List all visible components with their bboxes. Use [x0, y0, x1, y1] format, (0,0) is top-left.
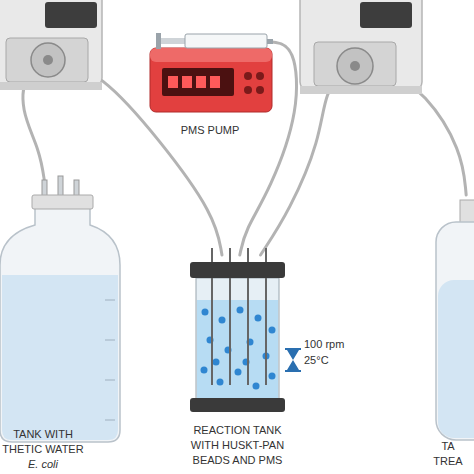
vessel-lid: [190, 262, 285, 278]
treated-bottle: [436, 200, 474, 440]
equipment-node: TA TREA: [428, 195, 474, 474]
pump-display: [162, 68, 234, 96]
text-block: TANK WITH THETIC WATERE. coli: [0, 427, 86, 472]
pump-panel: [6, 38, 88, 82]
pump-body: [0, 0, 102, 86]
text-block: REACTION TANK WITH HUSKT-PAN BEADS AND P…: [180, 423, 295, 468]
pump-body: [300, 0, 422, 90]
equipment-node: TANK WITH THETIC WATERE. coli: [0, 185, 125, 474]
display-segment: [168, 76, 178, 88]
graduation-mark: [105, 340, 115, 341]
bottle-glass: [436, 222, 474, 440]
pump-rotor: [43, 55, 53, 65]
syringe-plunger-head: [156, 33, 161, 49]
hourglass-body: [287, 350, 299, 370]
graduation-mark: [105, 380, 115, 381]
pump-head: [31, 43, 65, 77]
bead: [235, 369, 242, 376]
pump-base: [300, 86, 422, 94]
bead: [213, 359, 220, 366]
tubing: [261, 73, 467, 255]
bead: [255, 315, 262, 322]
bead: [253, 383, 260, 390]
feed-bottle: [0, 176, 120, 442]
node-label: E. coli: [0, 457, 86, 472]
pump-base: [0, 82, 102, 90]
pump-screen: [360, 2, 412, 28]
hourglass-icon: [285, 349, 301, 371]
syringe-tip: [267, 39, 273, 44]
condition-label: 25°C: [304, 353, 329, 367]
node-label: TANK WITH THETIC WATER: [0, 427, 86, 457]
pump-button: [256, 86, 264, 94]
bead: [237, 307, 244, 314]
peristaltic-pump: [300, 0, 422, 94]
node-label: PMS PUMP: [148, 123, 272, 138]
hourglass-cap: [285, 370, 301, 372]
bead: [269, 373, 276, 380]
syringe-pump: [150, 33, 273, 112]
display-segment: [182, 76, 192, 88]
display-segment: [196, 76, 206, 88]
text-block: TA TREA: [428, 439, 468, 469]
syringe-plunger: [160, 38, 185, 44]
pump-panel: [314, 42, 396, 86]
syringe-barrel: [185, 34, 267, 48]
bottle-glass: [0, 205, 120, 442]
bottle-cap: [32, 195, 93, 209]
bead: [217, 379, 224, 386]
text-block: PMS PUMP: [148, 123, 272, 138]
bead: [202, 309, 209, 316]
pump-button: [256, 72, 264, 80]
display-segment: [210, 76, 220, 88]
pump-button: [244, 72, 252, 80]
syringe-pump-top: [150, 48, 272, 62]
pump-screen: [45, 2, 97, 28]
bead: [201, 367, 208, 374]
equipment-node: REACTION TANK WITH HUSKT-PAN BEADS AND P…: [180, 255, 295, 470]
equipment-node: PMS PUMP: [148, 38, 272, 140]
bottle-liquid: [2, 275, 118, 440]
bottle-liquid: [438, 280, 474, 438]
pump-button: [244, 86, 252, 94]
condition-label: 100 rpm: [304, 337, 344, 351]
graduation-mark: [105, 300, 115, 301]
reaction-vessel: [190, 248, 285, 412]
pump-head: [337, 48, 373, 84]
pump-rotor: [350, 61, 360, 71]
syringe-pump-body: [150, 48, 272, 112]
node-label: TA TREA: [428, 439, 468, 469]
hourglass-cap: [285, 348, 301, 350]
vessel-base: [190, 398, 285, 412]
node-label: REACTION TANK WITH HUSKT-PAN BEADS AND P…: [180, 423, 295, 468]
bead: [219, 317, 226, 324]
graduation-mark: [105, 420, 115, 421]
bottle-cap: [460, 200, 474, 224]
bead: [269, 327, 276, 334]
peristaltic-pump: [0, 0, 102, 90]
